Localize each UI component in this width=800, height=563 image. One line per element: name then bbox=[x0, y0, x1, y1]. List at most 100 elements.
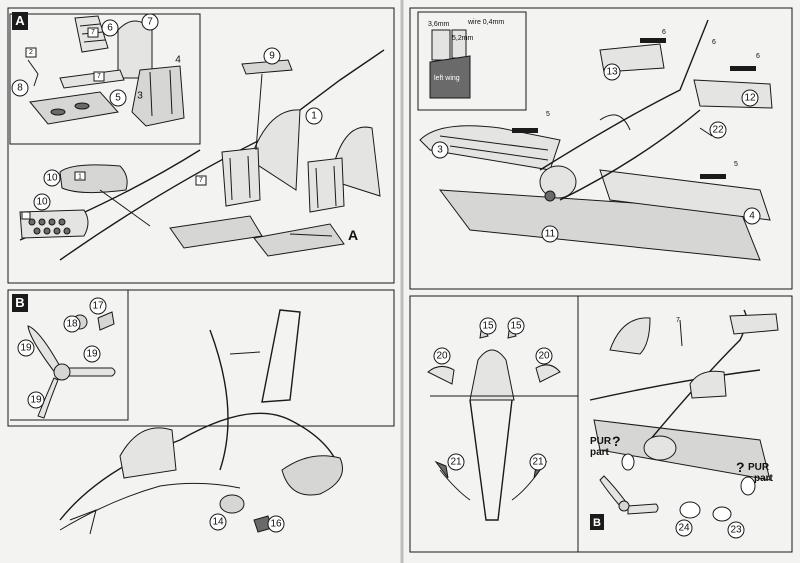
svg-text:11: 11 bbox=[545, 229, 556, 240]
svg-text:1: 1 bbox=[311, 111, 317, 122]
callout-c-21a: 21 bbox=[447, 453, 465, 471]
svg-text:6: 6 bbox=[107, 23, 113, 34]
callout-a-6: 6 bbox=[101, 19, 119, 37]
svg-text:PUR: PUR bbox=[748, 462, 770, 473]
callout-a-1b: 1 bbox=[78, 174, 82, 181]
mark-label: 6 bbox=[712, 39, 716, 46]
svg-text:13: 13 bbox=[606, 67, 618, 78]
callout-b-18: 18 bbox=[63, 315, 81, 333]
svg-text:15: 15 bbox=[510, 321, 522, 332]
callout-w-11: 11 bbox=[541, 225, 559, 243]
svg-text:19: 19 bbox=[86, 349, 98, 360]
mark-label: 5 bbox=[546, 111, 550, 118]
svg-text:A: A bbox=[348, 227, 358, 243]
dim-label-b: wire 0,4mm bbox=[467, 19, 504, 26]
wing-label: left wing bbox=[434, 75, 460, 82]
callout-c-20b: 20 bbox=[535, 347, 553, 365]
svg-text:5: 5 bbox=[115, 93, 121, 104]
callout-w-3: 3 bbox=[431, 141, 449, 159]
svg-text:7: 7 bbox=[147, 17, 153, 28]
svg-text:10: 10 bbox=[46, 173, 58, 184]
section-b-label: B bbox=[15, 295, 24, 310]
svg-text:B: B bbox=[593, 517, 601, 529]
callout-a-3: 3 bbox=[137, 91, 143, 102]
callout-f-23: 23 bbox=[727, 521, 745, 539]
svg-text:PUR: PUR bbox=[590, 436, 612, 447]
mark-stripe bbox=[730, 66, 756, 71]
svg-text:22: 22 bbox=[712, 125, 724, 136]
svg-text:2: 2 bbox=[29, 49, 33, 56]
callout-a-7: 7 bbox=[141, 13, 159, 31]
pur-part-note-2: PUR part ? bbox=[736, 459, 774, 484]
callout-w-13: 13 bbox=[603, 63, 621, 81]
svg-text:17: 17 bbox=[92, 301, 104, 312]
dim-label-a: 3,6mm bbox=[428, 21, 450, 28]
fuselage-b bbox=[59, 309, 343, 535]
section-a-tag: A bbox=[12, 12, 28, 30]
inset-propeller bbox=[10, 290, 129, 421]
callout-a-10: 10 bbox=[43, 169, 61, 187]
mark-label: 7 bbox=[676, 317, 680, 324]
callout-a-5: 5 bbox=[109, 89, 127, 107]
callout-c-15b: 15 bbox=[507, 317, 525, 335]
mark-stripe bbox=[640, 38, 666, 43]
panel-wings bbox=[409, 7, 793, 290]
svg-text:20: 20 bbox=[436, 351, 448, 362]
section-a-label: A bbox=[15, 13, 25, 28]
svg-text:?: ? bbox=[736, 459, 745, 475]
svg-text:15: 15 bbox=[482, 321, 494, 332]
ref-a-marker: A bbox=[348, 227, 358, 243]
callout-a-9: 9 bbox=[263, 47, 281, 65]
svg-text:3: 3 bbox=[137, 91, 143, 102]
final-aircraft bbox=[589, 309, 779, 522]
callout-c-21b: 21 bbox=[529, 453, 547, 471]
mark-label: 6 bbox=[756, 53, 760, 60]
callout-b-19c: 19 bbox=[27, 391, 45, 409]
svg-text:23: 23 bbox=[730, 525, 742, 536]
svg-text:?: ? bbox=[612, 433, 621, 449]
panel-canopy-detail bbox=[409, 295, 579, 553]
svg-text:21: 21 bbox=[450, 457, 462, 468]
svg-text:7: 7 bbox=[199, 177, 203, 184]
mark-label: 6 bbox=[662, 29, 666, 36]
svg-text:3: 3 bbox=[437, 145, 443, 156]
aircraft-wings-assembly bbox=[419, 19, 773, 261]
svg-text:1: 1 bbox=[78, 174, 82, 181]
svg-text:12: 12 bbox=[744, 93, 756, 104]
svg-text:10: 10 bbox=[36, 197, 48, 208]
svg-text:19: 19 bbox=[20, 343, 32, 354]
callout-b-19b: 19 bbox=[83, 345, 101, 363]
cockpit-front-view bbox=[427, 322, 578, 521]
callout-f-24: 24 bbox=[675, 519, 693, 537]
section-b-tag: B bbox=[12, 294, 28, 312]
panel-step-b bbox=[7, 289, 395, 427]
callout-w-4: 4 bbox=[743, 207, 761, 225]
svg-text:part: part bbox=[590, 447, 610, 458]
svg-text:7: 7 bbox=[97, 73, 101, 80]
svg-text:8: 8 bbox=[17, 83, 23, 94]
callout-a-1: 1 bbox=[305, 107, 323, 125]
dim-label-c: 5,2mm bbox=[452, 35, 474, 42]
svg-text:24: 24 bbox=[678, 523, 690, 534]
callout-w-22: 22 bbox=[709, 121, 727, 139]
svg-text:18: 18 bbox=[66, 319, 78, 330]
svg-text:21: 21 bbox=[532, 457, 544, 468]
fuselage-cockpit-a bbox=[19, 49, 385, 261]
ref-b-marker: B bbox=[590, 514, 604, 530]
callout-a-7c: 7 bbox=[93, 71, 105, 82]
inset-wire-detail: 3,6mm wire 0,4mm 5,2mm left wing bbox=[417, 11, 527, 111]
svg-text:16: 16 bbox=[270, 519, 282, 530]
callout-a-7d: 7 bbox=[195, 175, 207, 186]
callout-b-16: 16 bbox=[267, 515, 285, 533]
callout-a-10b: 10 bbox=[33, 193, 51, 211]
panel-final bbox=[577, 295, 793, 553]
callout-a-8: 8 bbox=[11, 79, 29, 97]
callout-w-12: 12 bbox=[741, 89, 759, 107]
svg-text:7: 7 bbox=[91, 29, 95, 36]
callout-c-20a: 20 bbox=[433, 347, 451, 365]
mark-label: 5 bbox=[734, 161, 738, 168]
callout-b-17: 17 bbox=[89, 297, 107, 315]
svg-text:20: 20 bbox=[538, 351, 550, 362]
instrument-panel-parts bbox=[19, 164, 151, 239]
